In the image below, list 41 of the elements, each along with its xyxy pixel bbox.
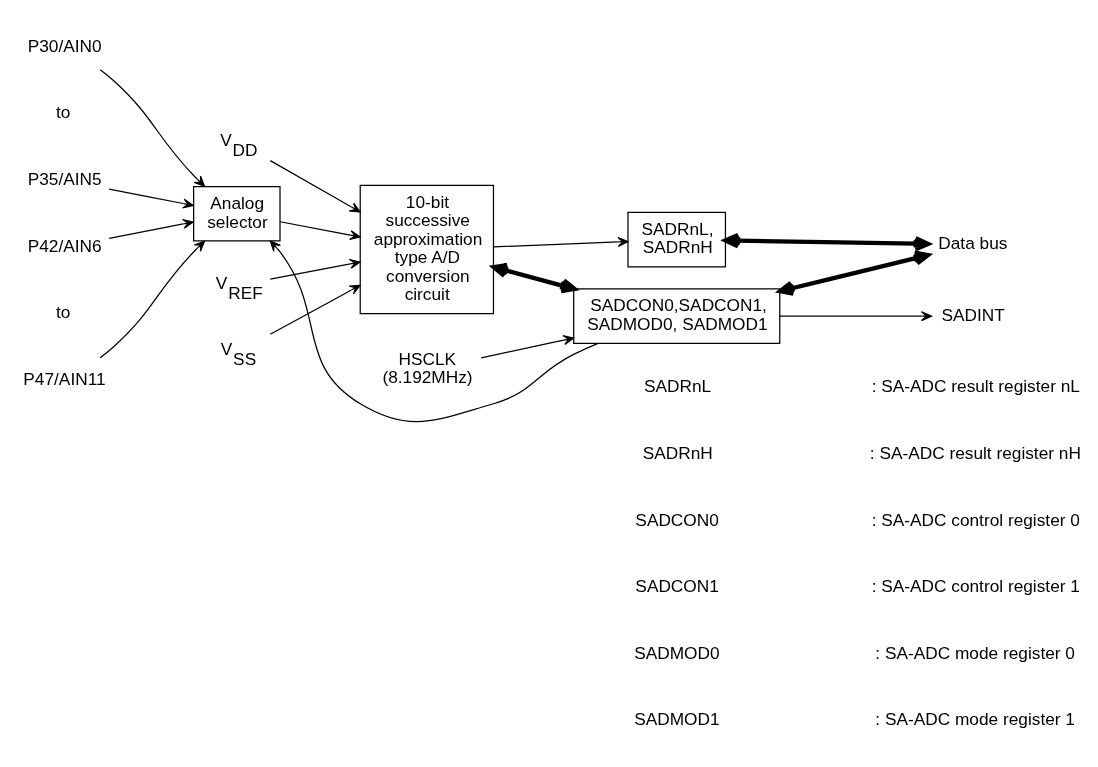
arrow xyxy=(108,218,194,239)
node-text: HSCLK xyxy=(398,348,457,368)
node-box: 10-bit successive approximation type A/D conversion circuit xyxy=(359,184,495,314)
arrow xyxy=(269,284,361,335)
node-box: Analog selector xyxy=(193,185,281,241)
arrow xyxy=(108,187,194,209)
node-box: SADRnL, SADRnH xyxy=(627,211,727,267)
label: : SA-ADC result register nL xyxy=(871,375,1080,396)
label: SADRnL xyxy=(644,375,712,396)
label: SADRnH xyxy=(642,442,713,463)
label: : SA-ADC result register nH xyxy=(869,442,1081,463)
label: to xyxy=(56,101,71,122)
label: SADMOD1 xyxy=(634,708,720,729)
label: : SA-ADC mode register 1 xyxy=(875,708,1075,729)
arrow xyxy=(480,334,575,358)
node-text: P42/AIN6 xyxy=(27,235,102,256)
arrow xyxy=(279,220,361,240)
arrow xyxy=(269,258,361,280)
arrow xyxy=(269,159,361,213)
label: SADCON1 xyxy=(635,575,719,596)
node-text: P35/AIN5 xyxy=(27,168,102,189)
arrow xyxy=(493,236,629,247)
arrow xyxy=(777,249,931,296)
arrow xyxy=(723,232,931,251)
node-box: SADCON0,SADCON1, SADMOD0, SADMOD1 xyxy=(573,287,781,344)
label: SADMOD0 xyxy=(634,642,720,663)
label: : SA-ADC control register 0 xyxy=(871,509,1080,530)
label: to xyxy=(56,301,71,322)
arrow xyxy=(99,68,206,187)
node-text: Data bus xyxy=(938,232,1008,253)
node-label: (8.192MHz) xyxy=(382,366,473,387)
node-text: P30/AIN0 xyxy=(27,35,102,56)
arrow xyxy=(99,240,206,358)
arrow xyxy=(269,239,599,422)
arrow xyxy=(779,310,933,321)
label: SADCON0 xyxy=(635,509,719,530)
label: : SA-ADC mode register 0 xyxy=(875,642,1075,663)
node-text: P47/AIN11 xyxy=(23,368,106,389)
node-text: SADINT xyxy=(941,304,1005,325)
arrow xyxy=(491,262,577,293)
label: : SA-ADC control register 1 xyxy=(871,575,1080,596)
